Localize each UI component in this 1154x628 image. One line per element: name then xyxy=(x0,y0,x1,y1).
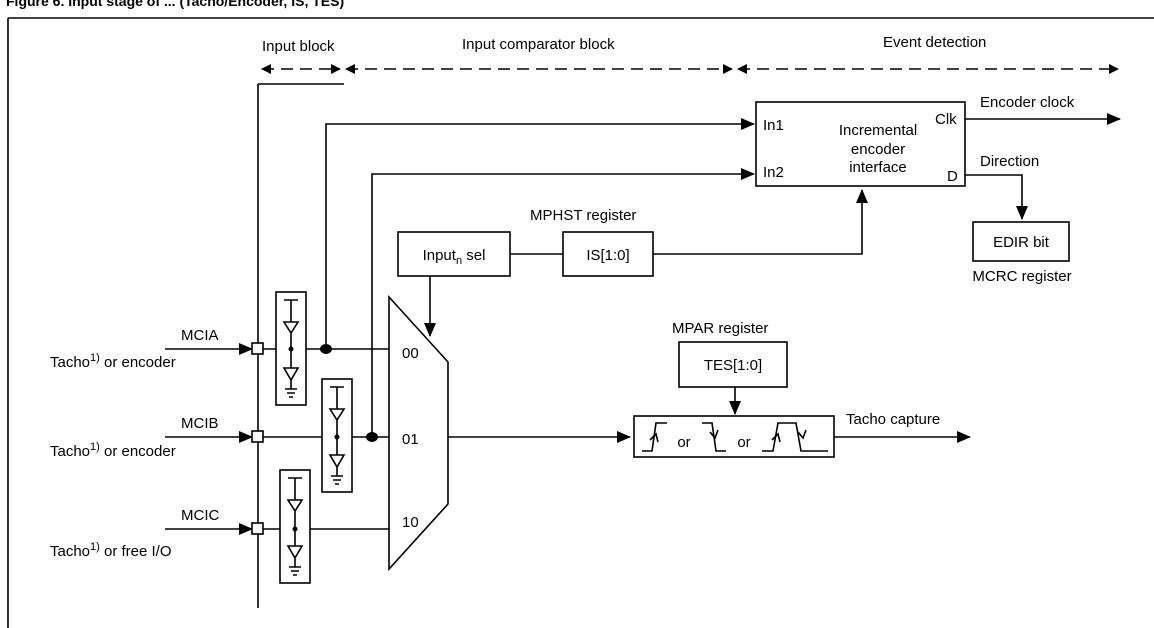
input-sel-text: Input xyxy=(423,247,457,264)
mcia-junction xyxy=(320,344,332,354)
mcib-junction xyxy=(366,432,378,442)
input-comparator-block-label: Input comparator block xyxy=(462,36,615,53)
figure-title: Figure 6. Input stage of ... (Tacho/Enco… xyxy=(6,0,344,9)
mcib-desc-pre: Tacho xyxy=(50,443,90,460)
mcic-label: MCIC xyxy=(181,507,219,524)
tes-box xyxy=(678,341,788,388)
encoder-title-2: encoder xyxy=(851,141,905,158)
mcib-desc-post: or encoder xyxy=(100,443,176,460)
input-sel-suffix: sel xyxy=(462,247,485,264)
edge-or-1: or xyxy=(677,434,690,451)
mcia-label: MCIA xyxy=(181,327,219,344)
mux-input-00: 00 xyxy=(402,345,419,362)
mcic-desc: Tacho1) or free I/O xyxy=(50,541,172,560)
mcib-label: MCIB xyxy=(181,415,219,432)
encoder-d: D xyxy=(947,168,958,185)
encoder-interface-box xyxy=(755,101,966,187)
encoder-clk: Clk xyxy=(935,111,957,128)
in1-line xyxy=(325,118,755,347)
mcib-desc-sup: 1) xyxy=(90,441,100,453)
edge-or-2: or xyxy=(737,434,750,451)
mpar-register-label: MPAR register xyxy=(672,320,768,337)
mcia-desc: Tacho1) or encoder xyxy=(50,352,176,371)
mux-input-10: 10 xyxy=(402,514,419,531)
tacho-capture-label: Tacho capture xyxy=(846,411,940,428)
mcrc-register-label: MCRC register xyxy=(972,268,1071,285)
tes-field-label: TES[1:0] xyxy=(704,357,762,374)
mphst-register-label: MPHST register xyxy=(530,207,636,224)
mux-input-01: 01 xyxy=(402,431,419,448)
mcib-pad xyxy=(251,430,264,443)
in2-line xyxy=(371,168,755,435)
edir-bit-box xyxy=(972,221,1070,262)
rising-edge-icon xyxy=(642,422,667,452)
protection-diode-a xyxy=(275,291,307,406)
encoder-clock-label: Encoder clock xyxy=(980,94,1075,111)
protection-diode-c xyxy=(279,469,311,584)
both-edges-icon xyxy=(762,422,828,452)
direction-label: Direction xyxy=(980,153,1039,170)
mcic-desc-sup: 1) xyxy=(90,541,100,553)
multiplexer xyxy=(388,294,449,572)
frame xyxy=(7,17,1154,628)
is-field-label: IS[1:0] xyxy=(586,247,629,264)
input-sel-label: Inputn sel xyxy=(423,247,486,267)
encoder-title-3: interface xyxy=(849,159,907,176)
encoder-in1: In1 xyxy=(763,117,784,134)
mcic-desc-post: or free I/O xyxy=(100,543,172,560)
mcib-desc: Tacho1) or encoder xyxy=(50,441,176,460)
mcic-pad xyxy=(251,522,264,535)
encoder-title-1: Incremental xyxy=(839,122,917,139)
protection-diode-b xyxy=(321,378,353,493)
event-detection-label: Event detection xyxy=(883,34,986,51)
input-sel-subscript: n xyxy=(456,255,462,267)
mcia-desc-post: or encoder xyxy=(100,354,176,371)
direction-arrow xyxy=(965,174,1028,220)
mcic-desc-pre: Tacho xyxy=(50,543,90,560)
mcia-pad xyxy=(251,342,264,355)
encoder-in2: In2 xyxy=(763,164,784,181)
mcia-desc-sup: 1) xyxy=(90,352,100,364)
falling-edge-icon xyxy=(702,422,726,452)
input-block-label: Input block xyxy=(262,38,335,55)
is-to-encoder-arrow xyxy=(653,189,868,255)
edir-bit-label: EDIR bit xyxy=(993,234,1050,251)
input-sel-box xyxy=(397,231,511,277)
mcia-desc-pre: Tacho xyxy=(50,354,90,371)
